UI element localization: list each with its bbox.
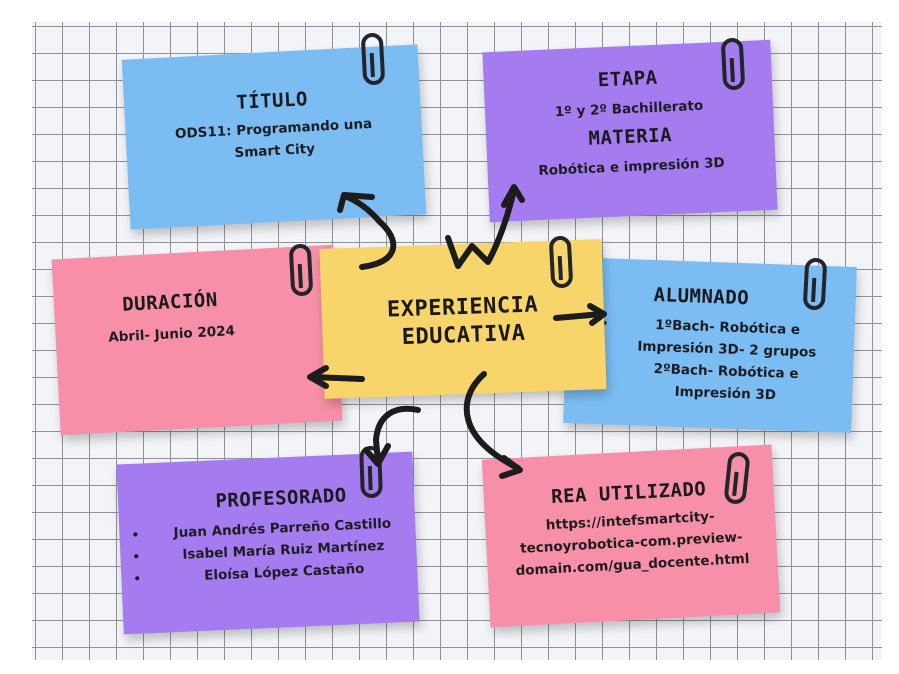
arrow-to-etapa xyxy=(445,187,517,269)
arrow-to-alumnado xyxy=(553,311,605,321)
arrow-to-titulo xyxy=(342,193,397,270)
arrow-to-duracion xyxy=(309,374,365,382)
arrow-to-rea xyxy=(463,371,521,471)
arrow-to-profesorado xyxy=(373,405,421,465)
